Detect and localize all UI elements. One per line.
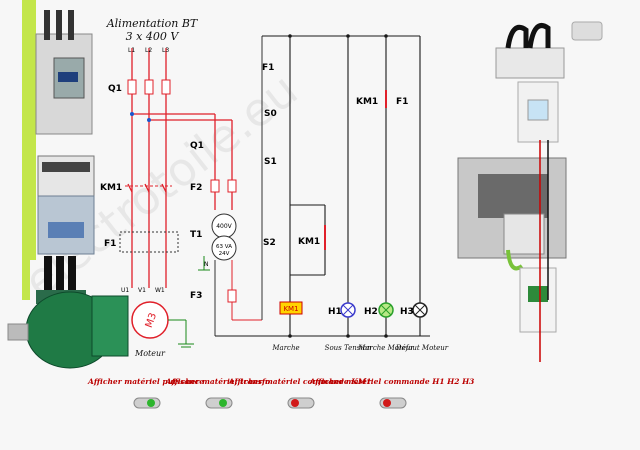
control-circuit bbox=[215, 35, 430, 337]
toggle-row: Afficher matériel puissance Afficher mat… bbox=[87, 377, 475, 409]
transformer-illustration[interactable] bbox=[457, 21, 603, 362]
transformer-circuit: Q1 F2 T1 F3 400V 63 VA 24V N bbox=[190, 36, 263, 336]
q1-label: Q1 bbox=[108, 84, 122, 94]
s0-label: S0 bbox=[264, 109, 277, 119]
terminal-l3: L3 bbox=[162, 47, 169, 54]
terminal-l1: L1 bbox=[128, 47, 135, 54]
terminal-w1: W1 bbox=[155, 287, 165, 294]
q1-transfo-label: Q1 bbox=[190, 141, 204, 151]
q1-fuses bbox=[127, 79, 171, 95]
toggle-km1-label: Afficher matériel commande KM1 bbox=[228, 377, 372, 386]
f1-label: F1 bbox=[104, 239, 116, 249]
motor-label: M3 bbox=[144, 312, 159, 330]
motor-caption: Moteur bbox=[134, 349, 166, 358]
neutral-label: N bbox=[204, 261, 209, 268]
f1-control-label: F1 bbox=[262, 63, 274, 73]
green-cable bbox=[22, 0, 30, 300]
terminal-v1: V1 bbox=[138, 287, 146, 294]
toggle-power-material[interactable]: Afficher matériel puissance bbox=[87, 377, 204, 409]
toggle-lamps-label: Afficher matériel commande H1 H2 H3 bbox=[309, 377, 475, 386]
caption-sous-tension: Sous Tension bbox=[325, 344, 372, 352]
terminal-u1: U1 bbox=[121, 287, 129, 294]
toggle-transfo-material[interactable]: Afficher matériel transfo bbox=[165, 377, 270, 409]
toggle-transfo-label: Afficher matériel transfo bbox=[165, 377, 270, 386]
km1-power-contacts bbox=[127, 183, 167, 193]
km1-aux-label: KM1 bbox=[356, 97, 378, 107]
s1-label: S1 bbox=[264, 157, 277, 167]
secondary-voltage: 24V bbox=[219, 251, 230, 257]
t1-label: T1 bbox=[190, 230, 202, 240]
s2-label: S2 bbox=[263, 238, 276, 248]
caption-marche-moteur: Marche Moteur bbox=[357, 344, 414, 352]
km1-coil-label: KM1 bbox=[283, 305, 298, 313]
fullscreen-button[interactable] bbox=[571, 21, 603, 41]
toggle-km1-material[interactable]: Afficher matériel commande KM1 bbox=[228, 377, 372, 409]
km1-hold-contact-label: KM1 bbox=[298, 237, 320, 247]
terminal-l2: L2 bbox=[145, 47, 152, 54]
transfo-power: 63 VA bbox=[216, 244, 232, 250]
caption-defaut-moteur: Défaut Moteur bbox=[395, 344, 449, 352]
power-equipment-illustration[interactable] bbox=[7, 0, 129, 369]
h3-label: H3 bbox=[400, 307, 414, 317]
primary-voltage: 400V bbox=[216, 223, 232, 230]
h1-label: H1 bbox=[328, 307, 342, 317]
lamp-h2[interactable] bbox=[378, 302, 394, 318]
h2-label: H2 bbox=[364, 307, 378, 317]
caption-marche: Marche bbox=[271, 344, 299, 352]
km1-coil[interactable] bbox=[279, 301, 303, 315]
supply-title: Alimentation BT bbox=[106, 17, 199, 30]
km1-power-label: KM1 bbox=[100, 183, 122, 193]
toggle-power-label: Afficher matériel puissance bbox=[87, 377, 204, 386]
f1-thermal-relay bbox=[119, 231, 179, 253]
supply-voltage: 3 x 400 V bbox=[126, 30, 180, 43]
f3-label: F3 bbox=[190, 291, 202, 301]
f2-label: F2 bbox=[190, 183, 202, 193]
lamp-h1[interactable] bbox=[340, 302, 356, 318]
f1-aux-label: F1 bbox=[396, 97, 408, 107]
lamp-h3[interactable] bbox=[412, 302, 428, 318]
toggle-lamps-material[interactable]: Afficher matériel commande H1 H2 H3 bbox=[309, 377, 475, 409]
